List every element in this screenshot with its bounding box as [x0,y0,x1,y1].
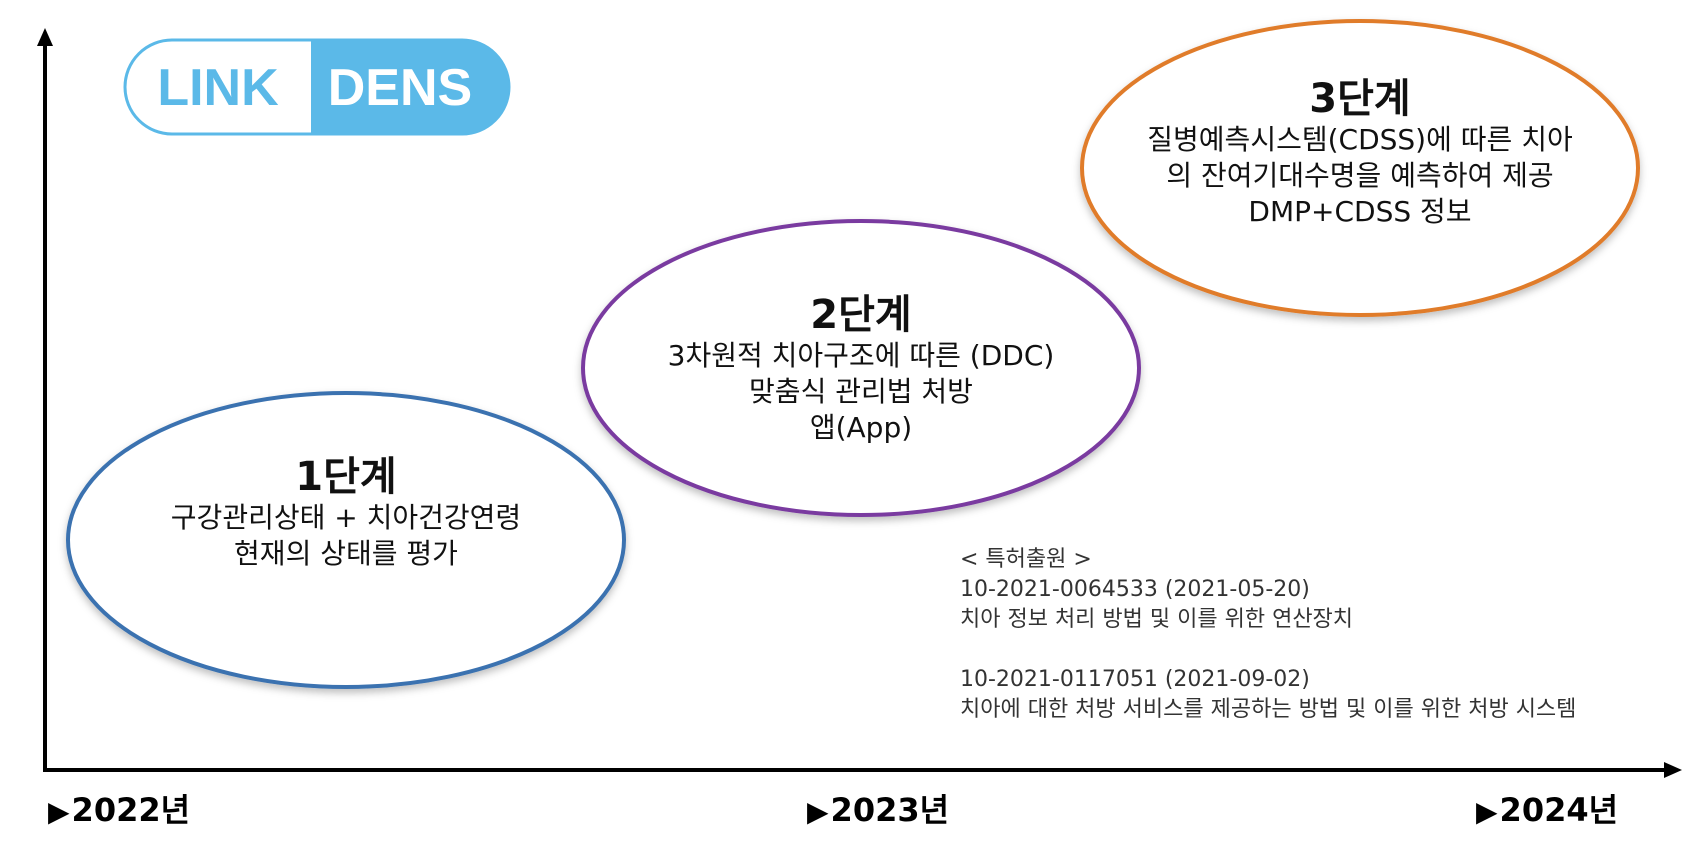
year-2024-label: ▶2024년 [1476,785,1618,831]
stage-1-ellipse [66,391,626,689]
stage-3-text: 3단계 질병예측시스템(CDSS)에 따른 치아 의 잔여기대수명을 예측하여 … [1085,76,1635,230]
stage-1-line-2: 현재의 상태를 평가 [234,537,458,570]
year-2022-label: ▶2022년 [48,785,190,831]
stage-3-line-2: 의 잔여기대수명을 예측하여 제공 [1166,159,1554,192]
logo-left-text: LINK [157,59,279,117]
year-2024-text: 2024년 [1499,791,1619,829]
x-axis-arrow-icon [1664,762,1682,778]
year-2022-text: 2022년 [71,791,191,829]
year-2023-text: 2023년 [830,791,950,829]
stage-1-title: 1단계 [295,454,397,500]
patent-1-number: 10-2021-0064533 (2021-05-20) [960,577,1310,602]
stage-2-text: 2단계 3차원적 치아구조에 따른 (DDC) 맞춤식 관리법 처방 앱(App… [601,292,1121,446]
linkdens-logo: LINK DENS [123,38,511,136]
stage-2-line-1: 3차원적 치아구조에 따른 (DDC) [667,339,1055,372]
stage-3-ellipse [1080,19,1640,317]
stage-2-title: 2단계 [810,292,912,338]
stage-3-line-3: DMP+CDSS 정보 [1248,195,1472,228]
patent-heading: < 특허출원 > [960,547,1092,572]
stage-3-line-1: 질병예측시스템(CDSS)에 따른 치아 [1147,123,1573,156]
stage-2-line-3: 앱(App) [809,411,913,444]
year-2023-label: ▶2023년 [807,785,949,831]
stage-1-text: 1단계 구강관리상태 + 치아건강연령 현재의 상태를 평가 [96,454,596,572]
stage-2-line-2: 맞춤식 관리법 처방 [749,375,973,408]
play-triangle-icon: ▶ [1476,795,1498,828]
play-triangle-icon: ▶ [807,795,829,828]
play-triangle-icon: ▶ [48,795,70,828]
logo-right-text: DENS [328,59,472,117]
stage-3-title: 3단계 [1309,76,1411,122]
logo-fill [311,40,509,134]
patent-2-title: 치아에 대한 처방 서비스를 제공하는 방법 및 이를 위한 처방 시스템 [960,697,1577,722]
y-axis-arrow-icon [37,28,53,46]
patent-1-title: 치아 정보 처리 방법 및 이를 위한 연산장치 [960,607,1354,632]
stage-2-ellipse [581,219,1141,517]
stage-1-line-1: 구강관리상태 + 치아건강연령 [170,501,522,534]
patent-2-number: 10-2021-0117051 (2021-09-02) [960,667,1310,692]
